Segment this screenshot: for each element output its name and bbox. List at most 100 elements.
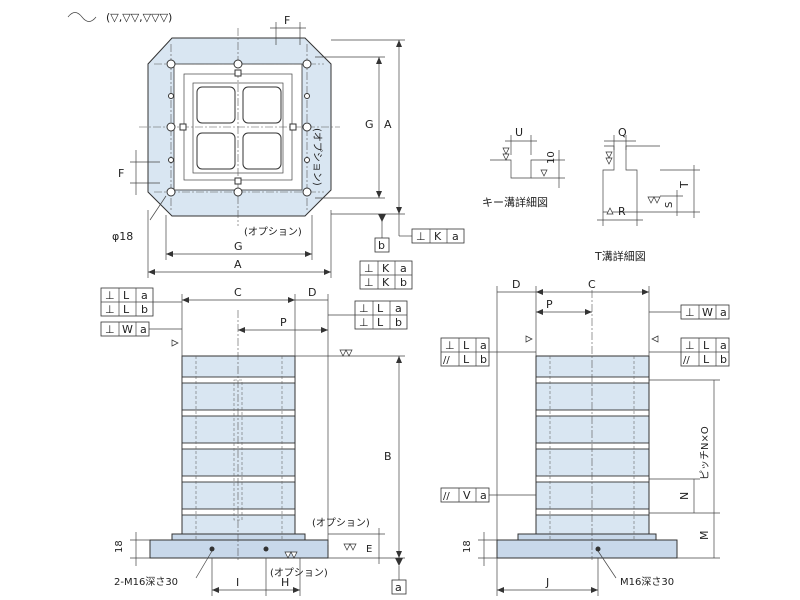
key-slot-top: [234, 69, 242, 77]
feature-frame-perp-K-a: ⊥ K a: [398, 214, 465, 244]
svg-text:⊥: ⊥: [685, 306, 695, 319]
option-note-front-1: (オプション): [312, 517, 370, 529]
dim-H: H: [281, 576, 289, 589]
svg-text:b: b: [141, 303, 148, 316]
svg-text:V: V: [463, 489, 471, 502]
svg-text:⊥: ⊥: [105, 323, 115, 336]
datum-b: b: [374, 214, 390, 253]
hole-icon: [302, 122, 312, 132]
svg-text:a: a: [452, 230, 459, 243]
hole-icon: [304, 157, 310, 163]
side-view-base-plate: [496, 539, 678, 559]
front-view-base-plate: [149, 539, 329, 559]
t-slot: [181, 475, 296, 483]
t-slot: [181, 409, 296, 417]
svg-text://: //: [443, 491, 450, 502]
dim-T: T: [678, 181, 691, 189]
svg-text:K: K: [434, 230, 442, 243]
dim-C-side: C: [588, 278, 596, 291]
dim-G-right: G: [365, 118, 374, 131]
hole-icon: [168, 157, 174, 163]
dim-D-front: D: [308, 286, 316, 299]
dim-P-front: P: [280, 316, 287, 329]
dim-18-side: 18: [462, 540, 473, 553]
t-slot-caption: T溝詳細図: [594, 249, 646, 263]
feature-frame-parallel-V-a: // V a: [440, 487, 536, 503]
svg-text:L: L: [463, 339, 470, 352]
svg-text:L: L: [703, 353, 710, 366]
dim-S: S: [664, 202, 675, 208]
hole-icon: [302, 59, 312, 69]
dim-F-left: F: [118, 167, 124, 180]
option-note-right: (オプション): [311, 128, 323, 186]
hole-icon: [302, 187, 312, 197]
svg-text:K: K: [382, 276, 390, 289]
t-slot: [535, 376, 650, 384]
front-view: C D P B E 18 I H 2-M16深さ30 (オプション) (オプショ…: [114, 286, 405, 596]
datum-a-left: a: [391, 558, 407, 595]
svg-text:⊥: ⊥: [416, 230, 426, 243]
hole-icon: [166, 59, 176, 69]
svg-text:⊥: ⊥: [105, 303, 115, 316]
svg-text:L: L: [463, 353, 470, 366]
t-slot: [535, 409, 650, 417]
svg-text:a: a: [400, 262, 407, 275]
hole-icon: [233, 187, 243, 197]
feature-frame-perp-L-ab-left: ⊥ L a ⊥ L b: [100, 287, 182, 317]
t-slot: [535, 442, 650, 450]
svg-text:⊥: ⊥: [364, 262, 374, 275]
key-slot-caption: キー溝詳細図: [482, 195, 548, 209]
svg-text:⊥: ⊥: [359, 302, 369, 315]
feature-frame-perp-W-a-right: ⊥ W a: [649, 304, 730, 320]
side-view-base-step: [517, 533, 657, 541]
dim-I: I: [236, 576, 239, 589]
feature-frame-perp-K-ab: ⊥ K a ⊥ K b: [359, 260, 413, 290]
feature-frame-perp-L-parallel-right: ⊥ L a // L b: [649, 337, 730, 367]
svg-text:a: a: [480, 339, 487, 352]
hole-icon: [233, 59, 243, 69]
t-slot: [535, 475, 650, 483]
window-top-left: [196, 86, 236, 124]
dim-10: 10: [546, 151, 557, 164]
top-view: F A G (オプション) F A G (オプション) φ18: [112, 14, 405, 278]
front-view-base-step: [171, 533, 306, 541]
window-top-right: [242, 86, 282, 124]
t-slot: [181, 508, 296, 516]
key-slot-detail: U 10 キー溝詳細図: [482, 126, 565, 209]
svg-text:⊥: ⊥: [685, 339, 695, 352]
feature-frame-perp-L-parallel-left: ⊥ L a // L b: [440, 337, 536, 367]
feature-frame-perp-W-a-left: ⊥ W a: [100, 321, 182, 337]
dim-E: E: [366, 544, 372, 555]
dim-P-side: P: [546, 298, 553, 311]
svg-text:a: a: [395, 581, 402, 594]
dim-D-side: D: [512, 278, 520, 291]
key-slot-left: [179, 123, 187, 131]
t-slot-detail: Q R T S T溝詳細図: [594, 126, 700, 263]
svg-text://: //: [683, 355, 690, 366]
svg-text:W: W: [122, 323, 133, 336]
dim-A-right: A: [384, 118, 392, 131]
svg-text:a: a: [141, 289, 148, 302]
hole-icon: [166, 122, 176, 132]
dim-M: M: [698, 531, 711, 541]
svg-text:b: b: [720, 353, 727, 366]
dim-pitch: ピッチN×O: [699, 426, 711, 480]
tapped-hole-note-side: M16深さ30: [620, 576, 674, 588]
key-slot-bottom: [234, 177, 242, 185]
svg-text:⊥: ⊥: [359, 316, 369, 329]
svg-text:a: a: [480, 489, 487, 502]
svg-text:b: b: [378, 239, 385, 252]
hole-icon: [168, 93, 174, 99]
svg-text:a: a: [720, 339, 727, 352]
wave-symbol-icon: [67, 12, 97, 22]
svg-text:a: a: [720, 306, 727, 319]
dim-A-bottom: A: [234, 258, 242, 271]
svg-text:a: a: [395, 302, 402, 315]
svg-text:⊥: ⊥: [105, 289, 115, 302]
tapped-hole-note-front: 2-M16深さ30: [114, 576, 178, 588]
finish-grades: (▽,▽▽,▽▽▽): [106, 11, 172, 24]
hole-icon: [166, 187, 176, 197]
svg-text:b: b: [400, 276, 407, 289]
svg-text://: //: [443, 355, 450, 366]
